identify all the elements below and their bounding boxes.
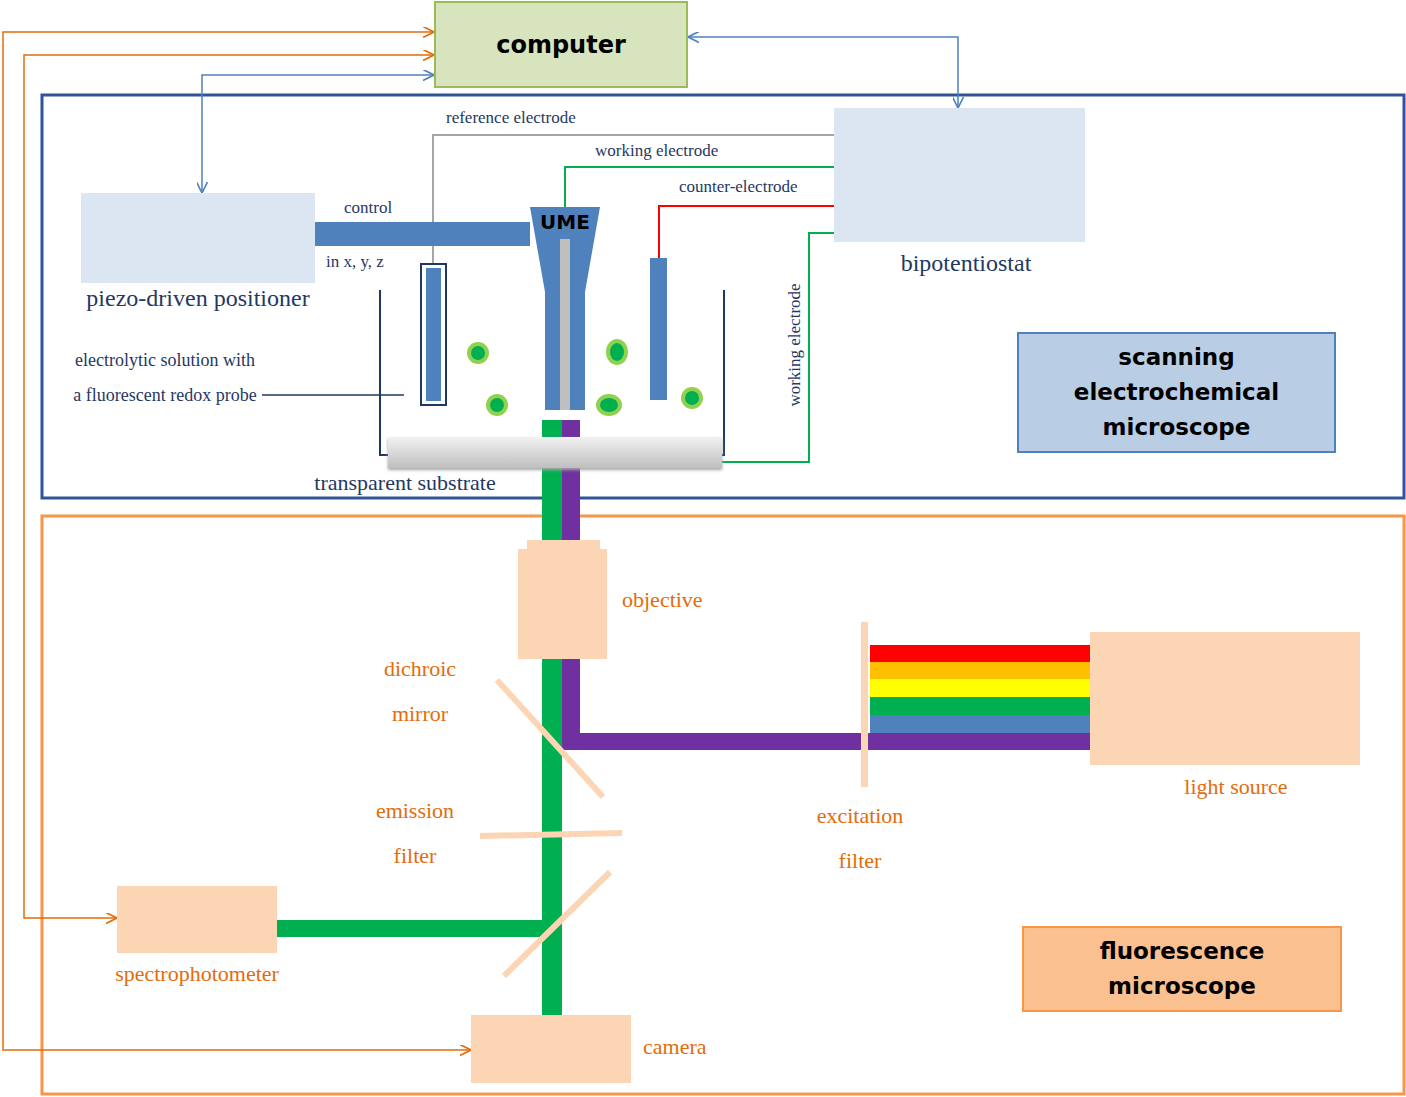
- emission-filter: [480, 833, 622, 836]
- spectrum-band: [870, 733, 1092, 750]
- node-text: transparent substrate: [314, 470, 495, 496]
- section-title: fluorescence microscope: [1022, 926, 1342, 1012]
- node-text: bipotentiostat: [901, 250, 1032, 277]
- spectrum-band: [870, 679, 1092, 697]
- data-link: [3, 32, 471, 1050]
- spectrum-band: [870, 645, 1092, 662]
- node-text: UME: [530, 210, 600, 234]
- data-link: [688, 37, 958, 108]
- wire-label: control: [342, 198, 394, 218]
- leader-line: [262, 394, 404, 396]
- part-label: electrolytic solution with a fluorescent…: [70, 343, 260, 413]
- beam-splitter: [504, 872, 610, 976]
- node-text: piezo-driven positioner: [86, 285, 309, 312]
- node-text: spectrophotometer: [115, 961, 279, 987]
- bipotentiostat-box: bipotentiostat: [834, 108, 1085, 242]
- node-text: scanning electrochemical microscope: [1025, 340, 1328, 445]
- spectrum-band: [870, 662, 1092, 679]
- reference-electrode-core: [426, 268, 441, 401]
- electrode-wire: [722, 233, 834, 462]
- probe-dot: [610, 343, 624, 361]
- objective-box: objective: [518, 549, 607, 659]
- ume-wire: [560, 239, 570, 410]
- ume-body: [530, 207, 600, 410]
- probe-dot: [467, 342, 489, 364]
- emission-beam: [277, 920, 543, 937]
- probe-dot: [490, 398, 504, 412]
- substrate: transparent substrate: [388, 437, 722, 468]
- ume-probe: UME: [530, 207, 600, 410]
- node-text: light source: [1184, 774, 1287, 800]
- electrode-wire: [565, 167, 834, 207]
- excitation-beam: [562, 733, 1092, 750]
- reference-electrode: [421, 264, 446, 405]
- excitation-filter: [861, 622, 868, 787]
- probe-dot: [681, 387, 703, 409]
- probe-dot: [600, 398, 618, 412]
- node-text: fluorescence microscope: [1030, 934, 1334, 1004]
- wire-label: working electrode: [593, 141, 720, 161]
- computer-box: computer: [434, 1, 688, 88]
- part-label: in x, y, z: [326, 252, 384, 272]
- light-source-box: light source: [1090, 632, 1360, 765]
- node-text: objective: [622, 587, 703, 613]
- probe-dot: [685, 391, 699, 405]
- spectrum-band: [870, 715, 1092, 733]
- section-title: scanning electrochemical microscope: [1017, 332, 1336, 453]
- probe-dot: [486, 394, 508, 416]
- control-arm: [315, 222, 530, 246]
- node-text: camera: [643, 1034, 707, 1060]
- probe-dot: [606, 339, 628, 365]
- probe-dot: [471, 346, 485, 360]
- spectrum-band: [870, 697, 1092, 715]
- optics-label: dichroic mirror: [360, 646, 480, 736]
- spectrophotometer-box: spectrophotometer: [117, 886, 277, 953]
- part-label: reference electrode: [446, 108, 576, 128]
- counter-wire: [659, 206, 834, 258]
- part-label: counter-electrode: [679, 177, 798, 197]
- optics-label: excitation filter: [800, 793, 920, 883]
- wire-label: working electrode: [785, 281, 805, 408]
- fluorescence-frame: [42, 516, 1404, 1094]
- positioner-box: piezo-driven positioner: [81, 193, 315, 283]
- ume-shape: [530, 207, 600, 410]
- secm-frame: [42, 95, 1404, 498]
- probe-dot: [596, 394, 622, 416]
- node-text: computer: [496, 31, 626, 59]
- counter-electrode: [650, 258, 667, 400]
- optics-label: emission filter: [355, 788, 475, 878]
- camera-box: camera: [471, 1015, 631, 1083]
- data-link: [202, 75, 434, 193]
- dichroic-mirror: [497, 680, 603, 797]
